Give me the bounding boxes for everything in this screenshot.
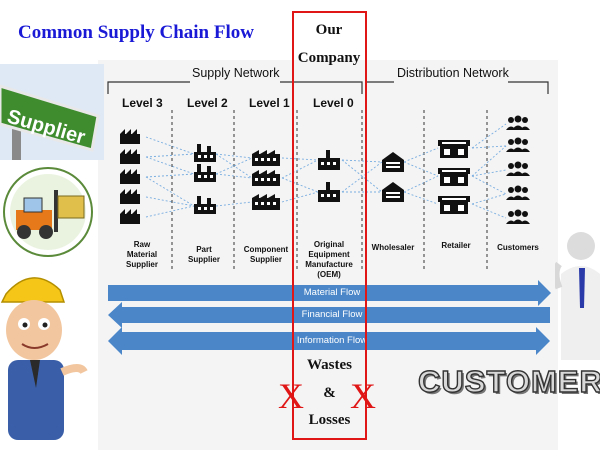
level-1-label: Level 1 — [249, 96, 290, 110]
people-icon — [506, 137, 530, 152]
customer-icons — [506, 115, 530, 224]
information-flow-label: Information Flow — [296, 335, 368, 346]
wholesaler-icons — [382, 152, 404, 202]
people-icon — [506, 185, 530, 200]
supply-network-label: Supply Network — [192, 66, 280, 80]
material-flow-label: Material Flow — [303, 287, 361, 298]
raw-material-supplier-label: Raw Material Supplier — [125, 240, 158, 269]
part-supplier-label: Part Supplier — [187, 245, 220, 264]
forklift-icon — [3, 167, 93, 257]
businessman-icon — [555, 232, 600, 360]
factory-icon — [194, 144, 216, 162]
financial-flow-arrow — [108, 302, 550, 328]
factory-icon — [120, 149, 140, 164]
customers-label: Customers — [497, 243, 539, 252]
store-icon — [438, 140, 470, 158]
information-flow-arrow — [108, 327, 550, 355]
component-supplier-label: Component Supplier — [243, 245, 289, 264]
level-3-label: Level 3 — [122, 96, 163, 110]
warehouse-icon — [382, 182, 404, 202]
wastes-label: Wastes — [307, 357, 352, 373]
wholesaler-label: Wholesaler — [371, 243, 415, 252]
level-0-label: Level 0 — [313, 96, 354, 110]
worker-icon — [0, 277, 88, 440]
losses-label: Losses — [308, 412, 351, 428]
retailer-icons — [438, 140, 470, 214]
column-separators — [171, 110, 488, 272]
ampersand-label: & — [323, 385, 336, 401]
store-icon — [438, 196, 470, 214]
waste-x-mark-left: X — [278, 376, 304, 416]
factory-icon — [194, 164, 216, 182]
customer-word-art: CUSTOMER — [417, 363, 600, 399]
factory-icon — [252, 150, 280, 166]
factory-icon — [120, 209, 140, 224]
our-company-box — [292, 11, 367, 440]
page-title: Common Supply Chain Flow — [18, 22, 254, 43]
level-2-label: Level 2 — [187, 96, 228, 110]
level-3-factories — [120, 129, 140, 224]
store-icon — [438, 168, 470, 186]
network-links — [145, 123, 507, 219]
material-flow-arrow — [108, 280, 551, 306]
people-icon — [506, 115, 530, 130]
factory-icon — [194, 196, 216, 214]
distribution-network-label: Distribution Network — [397, 66, 509, 80]
people-icon — [506, 209, 530, 224]
level-2-factories — [194, 144, 216, 214]
diagram-panel — [98, 60, 558, 450]
factory-icon — [252, 170, 280, 186]
factory-icon — [120, 169, 140, 184]
warehouse-icon — [382, 152, 404, 172]
people-icon — [506, 161, 530, 176]
factory-icon — [120, 189, 140, 204]
factory-icon — [120, 129, 140, 144]
retailer-label: Retailer — [441, 241, 471, 250]
supplier-sign-icon: Supplier — [0, 64, 104, 160]
oem-label: Original Equipment Manufacture (OEM) — [305, 240, 353, 279]
our-company-line1: Our — [315, 22, 343, 38]
level-1-factories — [252, 150, 280, 210]
financial-flow-label: Financial Flow — [301, 309, 363, 320]
our-company-line2: Company — [297, 50, 361, 66]
waste-x-mark-right: X — [350, 376, 376, 416]
factory-icon — [252, 194, 280, 210]
